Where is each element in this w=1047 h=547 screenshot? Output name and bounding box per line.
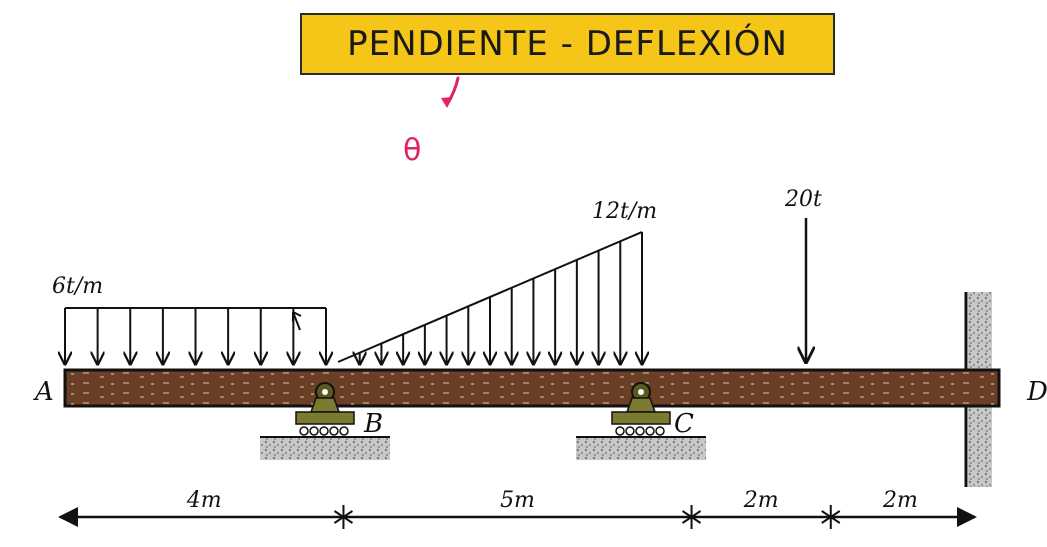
support-plate-b (295, 411, 355, 425)
dimension-tick-arrows (681, 510, 702, 524)
support-plate-c (611, 411, 671, 425)
uniform-load-label: 6t/m (52, 274, 103, 299)
dimension-tick-arrows (821, 510, 841, 524)
uniform-load: 6t/m (52, 274, 326, 364)
rollers-b (299, 426, 349, 436)
cursor-icon (292, 311, 302, 331)
support-block-b (309, 397, 341, 413)
roller (615, 426, 625, 436)
beam-body (63, 368, 1001, 408)
node-label-c: C (674, 409, 694, 439)
node-label-b: B (363, 409, 383, 439)
pen-arrowhead (441, 97, 453, 108)
uniform-load-arrows (65, 308, 326, 364)
pin-c-hole (638, 389, 644, 395)
point-load: 20t (784, 187, 822, 362)
title-text: PENDIENTE - DEFLEXIÓN (347, 24, 788, 64)
roller (339, 426, 349, 436)
dimension-labels: 4m 5m 2m 2m (186, 488, 918, 513)
node-label-d: D (1026, 377, 1047, 407)
roller (635, 426, 645, 436)
span-label: 2m (882, 488, 918, 513)
dimension-tick-arrows (333, 510, 354, 524)
node-label-a: A (33, 377, 54, 407)
pin-b-hole (322, 389, 328, 395)
dimension-ticks (333, 505, 841, 529)
roller (625, 426, 635, 436)
rollers-c (615, 426, 665, 436)
span-label: 5m (500, 488, 535, 513)
triangular-load-arrows (360, 232, 642, 364)
roller (319, 426, 329, 436)
point-load-label: 20t (784, 187, 822, 212)
span-label: 4m (186, 488, 222, 513)
roller-support-c: C (576, 382, 706, 460)
roller-support-b: B (260, 382, 390, 460)
roller (309, 426, 319, 436)
ground-hatch-c (576, 438, 706, 460)
span-label: 2m (743, 488, 779, 513)
roller (329, 426, 339, 436)
roller (645, 426, 655, 436)
support-block-c (625, 397, 657, 413)
roller (299, 426, 309, 436)
theta-symbol: θ (403, 133, 421, 168)
triangular-load-label: 12t/m (592, 199, 657, 224)
ground-hatch-b (260, 438, 390, 460)
title-banner: PENDIENTE - DEFLEXIÓN (300, 13, 835, 75)
beam (63, 368, 1001, 408)
roller (655, 426, 665, 436)
theta-annotation: θ (403, 76, 460, 168)
dimension-line: 4m 5m 2m 2m (58, 488, 977, 529)
triangular-load: 12t/m (337, 199, 657, 364)
